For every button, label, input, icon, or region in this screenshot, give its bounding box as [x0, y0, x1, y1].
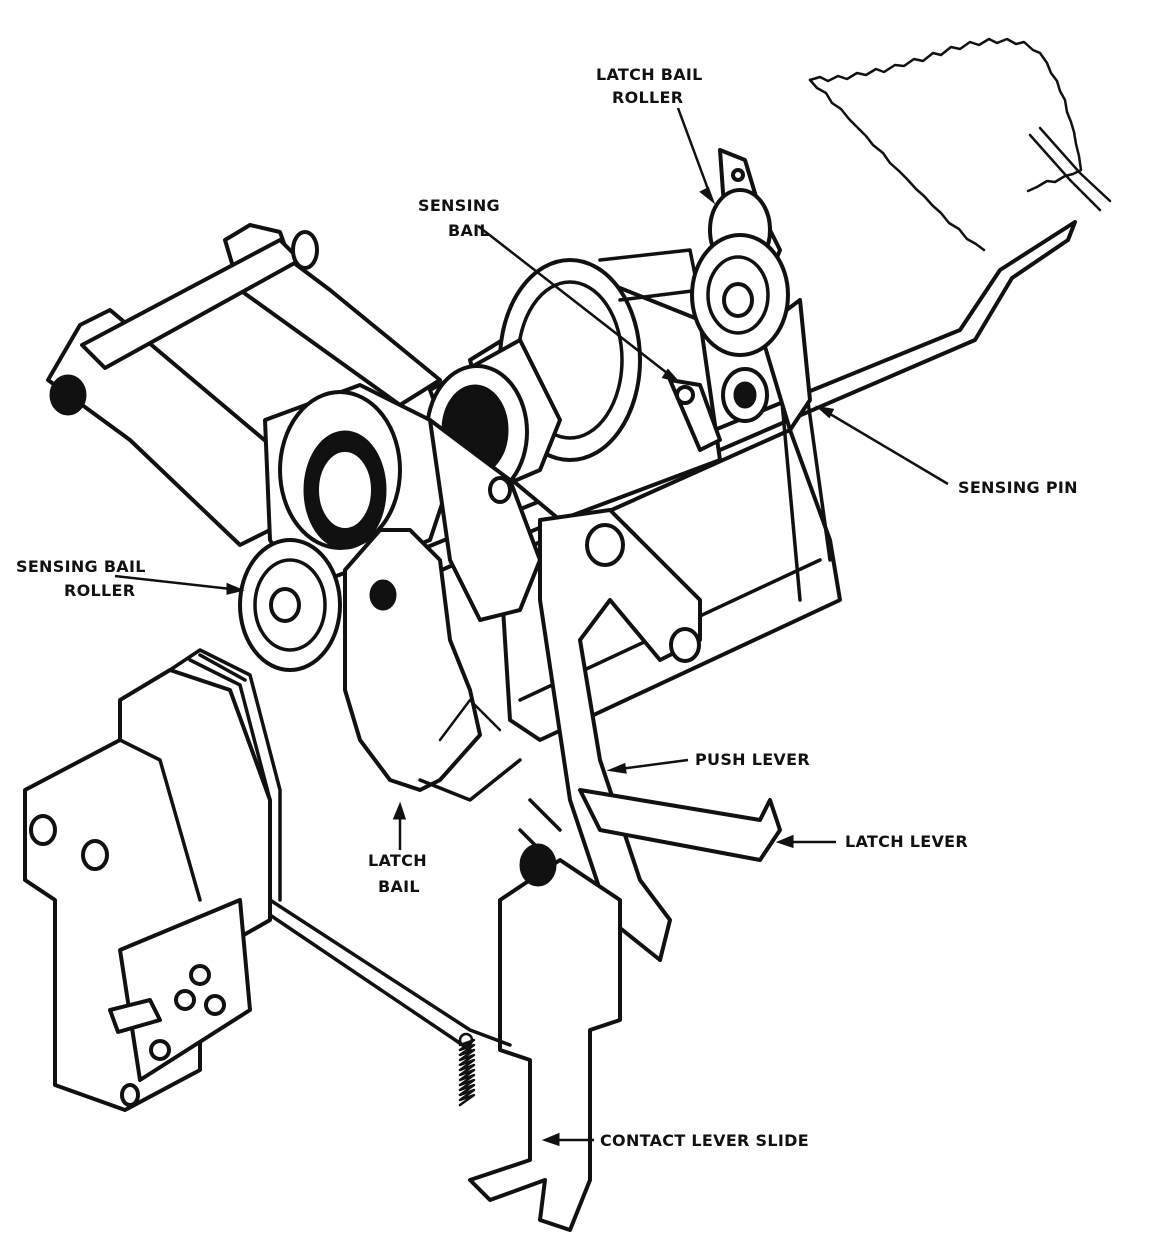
- label-latch-lever: LATCH LEVER: [845, 832, 968, 851]
- latch-lever: [578, 788, 782, 862]
- label-sensing-bail-roller-line1: SENSING BAIL: [16, 557, 146, 576]
- label-latch-bail-line2: BAIL: [378, 877, 420, 896]
- paper-tape: [808, 37, 1112, 252]
- label-contact-lever-slide: CONTACT LEVER SLIDE: [600, 1131, 809, 1150]
- sensing-bail-roller: [238, 538, 342, 672]
- label-push-lever: PUSH LEVER: [695, 750, 810, 769]
- label-latch-bail-roller-line2: ROLLER: [612, 88, 683, 107]
- latch-bail-roller: [690, 148, 790, 423]
- leader-lines: [114, 107, 949, 1147]
- label-latch-bail-roller-line1: LATCH BAIL: [596, 65, 703, 84]
- push-lever: [538, 508, 702, 962]
- label-latch-bail-line1: LATCH: [368, 851, 427, 870]
- label-sensing-pin: SENSING PIN: [958, 478, 1078, 497]
- sensing-bail-link: [668, 378, 722, 452]
- latch-bail: [343, 418, 542, 802]
- label-sensing-bail-roller-line2: ROLLER: [64, 581, 135, 600]
- frame-arm: [46, 223, 442, 547]
- label-sensing-bail-line1: SENSING: [418, 196, 500, 215]
- contact-block: [23, 648, 512, 1112]
- contact-lever-slide: [468, 798, 622, 1232]
